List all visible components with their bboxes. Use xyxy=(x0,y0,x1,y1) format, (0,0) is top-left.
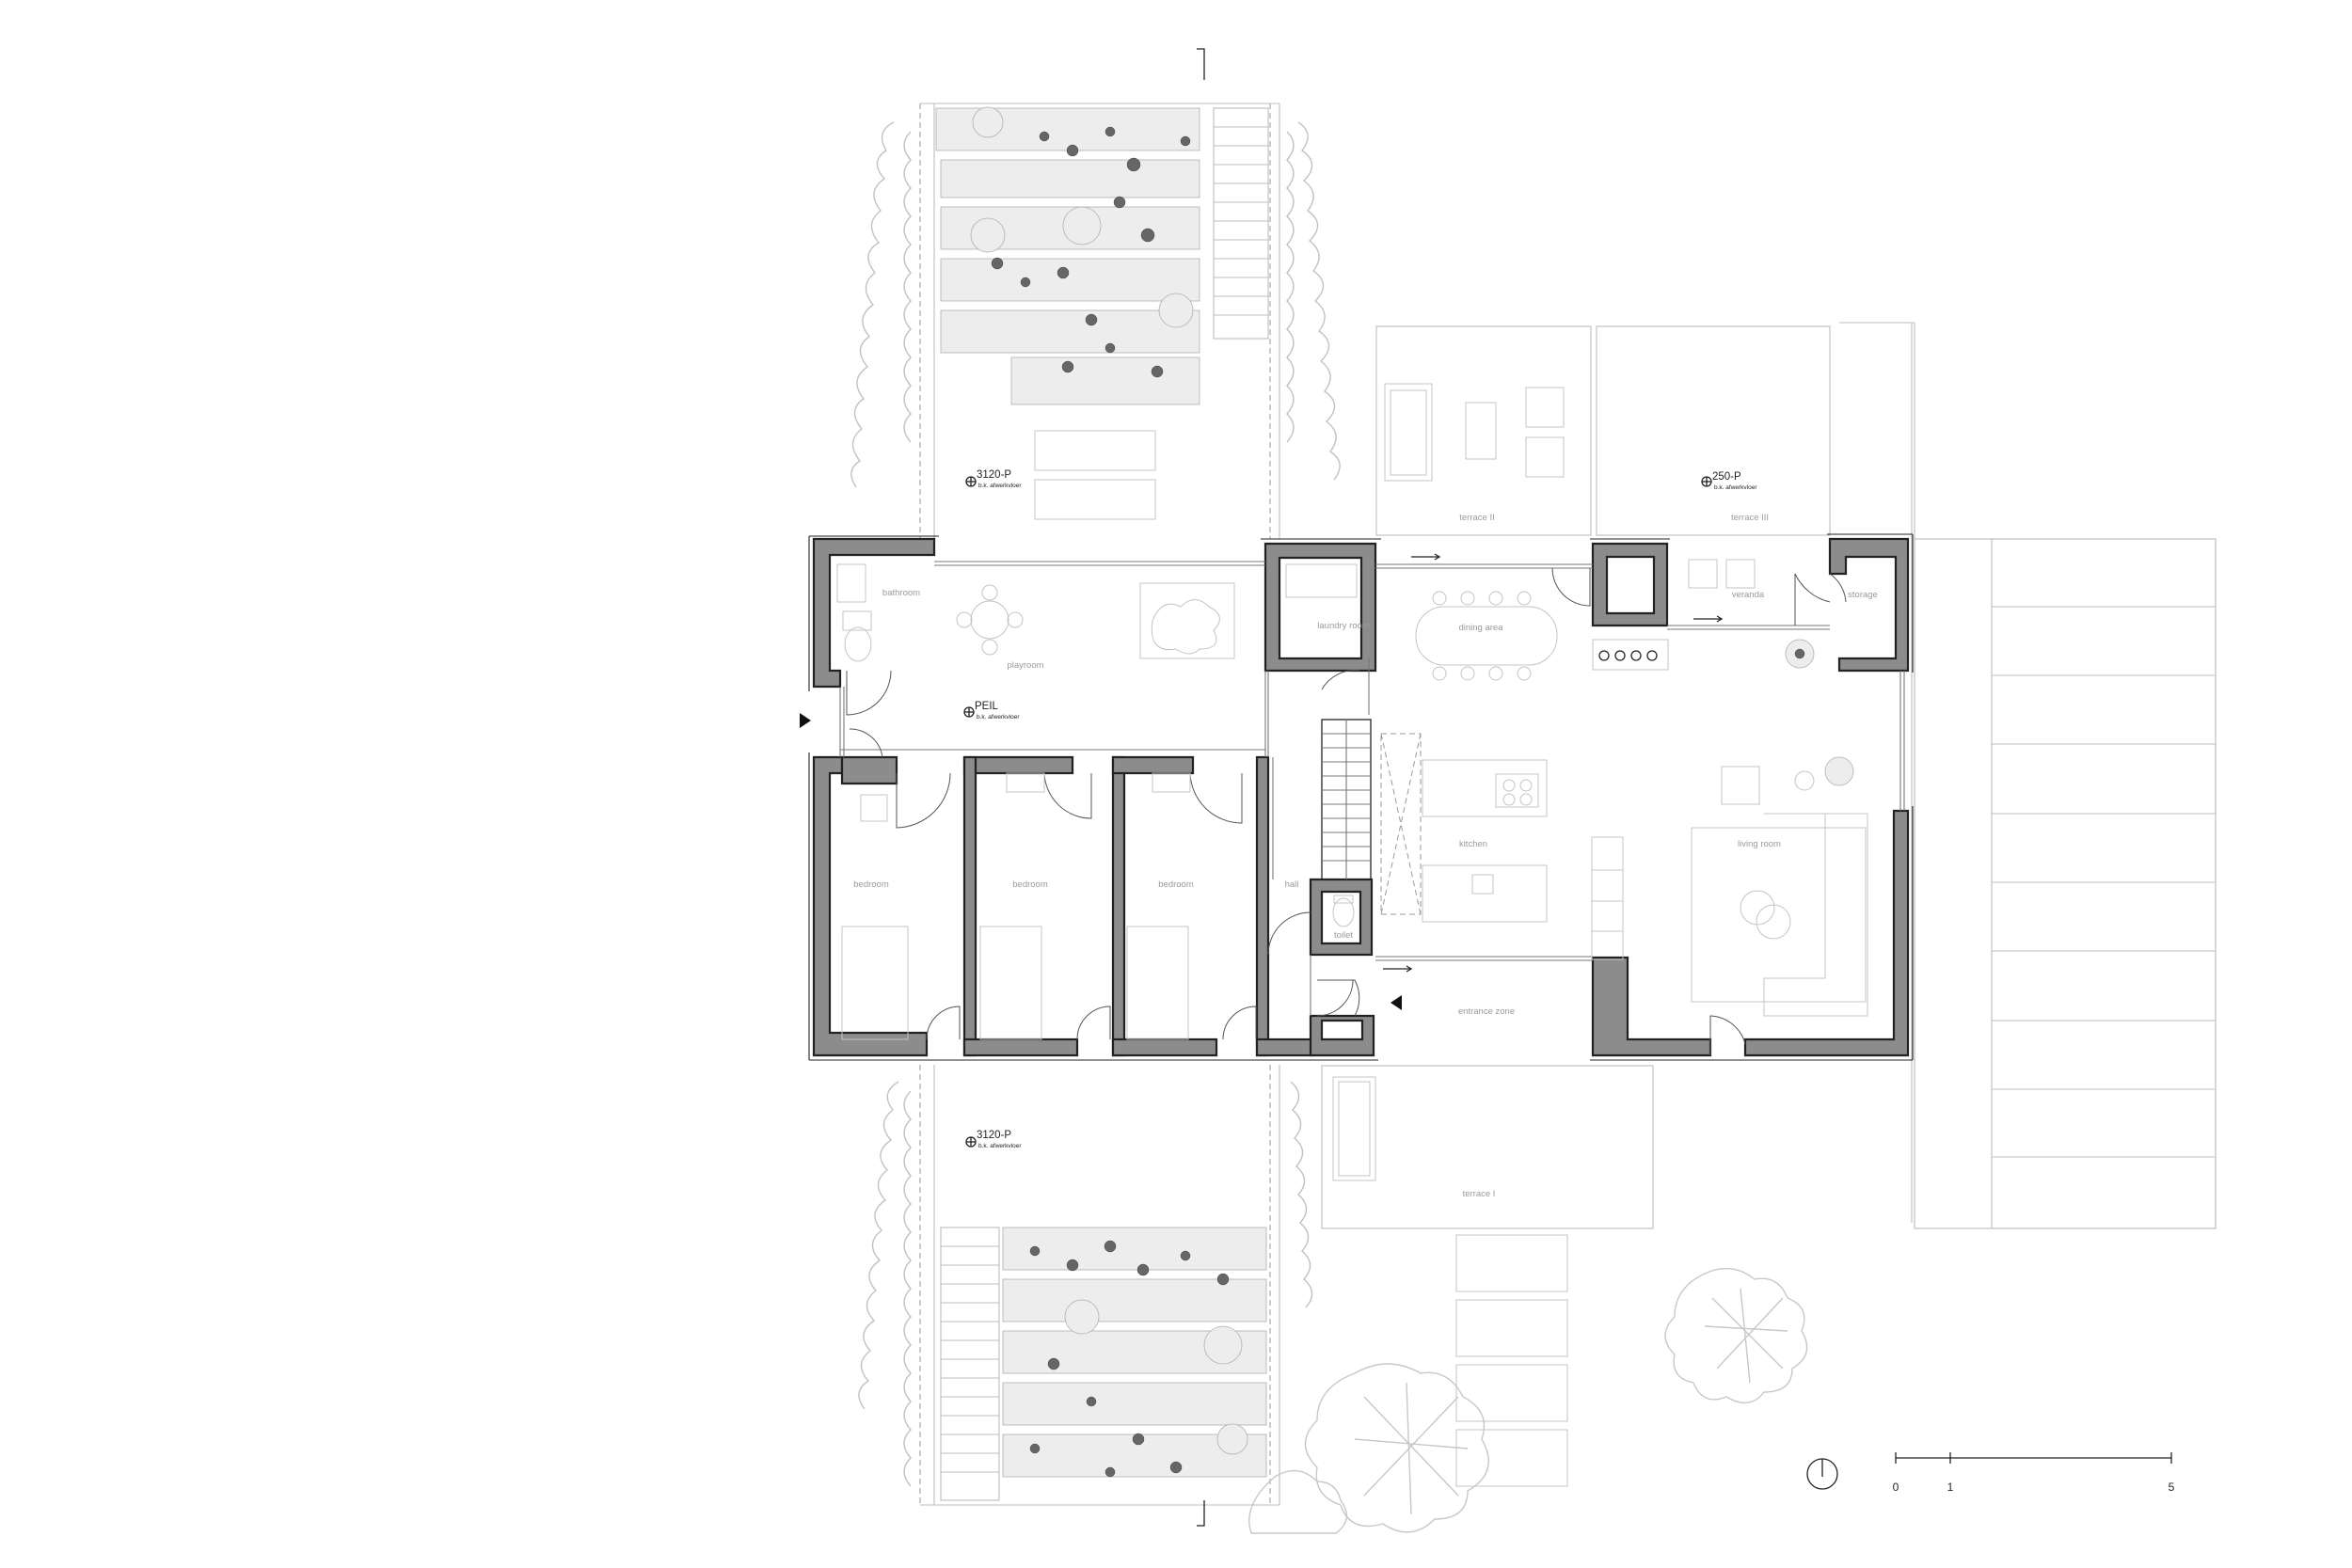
scale-tick-1: 1 xyxy=(1947,1481,1954,1494)
wall-laundry xyxy=(1263,542,1377,673)
room-label-laundry-room: laundry room xyxy=(1317,621,1370,631)
room-label-bedroom-2: bedroom xyxy=(1012,879,1048,890)
level-marker-north: 3120-P b.k. afwerkvloer xyxy=(965,469,1022,489)
room-label-terrace-ii: terrace II xyxy=(1459,513,1495,523)
entrance-arrow-icon xyxy=(1391,995,1402,1010)
room-label-bedroom-3: bedroom xyxy=(1158,879,1194,890)
doors xyxy=(846,567,1847,1055)
neighbouring-structure xyxy=(1914,538,2217,1229)
steps-north xyxy=(1213,107,1269,340)
hedge-south-left xyxy=(858,1081,899,1410)
wall-storage xyxy=(1828,537,1910,673)
wall-east xyxy=(1743,809,1910,1057)
wall-bedroom-partition-2 xyxy=(1111,755,1126,1057)
room-label-terrace-iii: terrace III xyxy=(1731,513,1769,523)
level-marker-terrace: 250-P b.k. afwerkvloer xyxy=(1701,471,1757,491)
room-label-storage: storage xyxy=(1848,590,1878,600)
wall-sw-hall xyxy=(1309,1014,1375,1057)
sun-loungers-north xyxy=(1034,430,1156,520)
wall-bedroom-partition-3 xyxy=(1255,755,1270,1057)
hedge-south-right xyxy=(1290,1081,1313,1308)
room-label-toilet: toilet xyxy=(1334,930,1353,941)
room-label-bathroom: bathroom xyxy=(882,588,920,598)
scale-tick-0: 0 xyxy=(1893,1481,1899,1494)
wall-bedroom-partition-1 xyxy=(962,755,977,1057)
wall-west-bedroom xyxy=(812,755,929,1057)
section-marker-north xyxy=(1197,48,1205,80)
room-label-hall: hall xyxy=(1285,879,1299,890)
room-label-terrace-i: terrace I xyxy=(1463,1189,1496,1199)
terrace-i-outline xyxy=(1321,1065,1654,1229)
room-label-entrance-zone: entrance zone xyxy=(1458,1006,1515,1017)
level-marker-south: 3120-P b.k. afwerkvloer xyxy=(965,1130,1022,1149)
level-code-south: 3120-P xyxy=(977,1130,1011,1141)
level-sub-south: b.k. afwerkvloer xyxy=(978,1143,1022,1149)
staircase xyxy=(1321,719,1372,880)
level-code-north: 3120-P xyxy=(977,469,1011,481)
wall-nw-bathroom xyxy=(812,537,936,689)
south-garden: 3120-P b.k. afwerkvloer xyxy=(858,1065,1313,1527)
hedge-north-right xyxy=(1297,121,1341,481)
room-label-kitchen: kitchen xyxy=(1459,839,1487,849)
hedge-north-left xyxy=(850,121,895,488)
section-marker-south xyxy=(1197,1500,1205,1527)
scale-tick-5: 5 xyxy=(2169,1481,2175,1494)
room-label-playroom: playroom xyxy=(1007,660,1043,671)
steps-south xyxy=(940,1227,1000,1501)
house: bathroom playroom PEIL b.k. afwerkvloer … xyxy=(800,533,1914,1061)
room-label-bedroom-1: bedroom xyxy=(853,879,889,890)
terrace-iii-outline xyxy=(1596,325,1831,536)
plant-icon xyxy=(1785,639,1815,669)
room-label-living-room: living room xyxy=(1738,839,1781,849)
wall-stairwell xyxy=(1309,878,1374,957)
tree-icon xyxy=(1664,1267,1808,1404)
level-sub-terrace: b.k. afwerkvloer xyxy=(1714,484,1757,491)
planter-beds-south xyxy=(1002,1227,1267,1478)
room-label-veranda: veranda xyxy=(1732,590,1765,600)
entrance-arrow-icon xyxy=(800,713,811,728)
wall-se xyxy=(1591,956,1712,1057)
level-code-peil: PEIL xyxy=(975,701,999,712)
north-garden: 3120-P b.k. afwerkvloer xyxy=(850,48,1341,539)
level-sub-peil: b.k. afwerkvloer xyxy=(977,714,1020,721)
north-arrow-icon xyxy=(1806,1458,1838,1490)
terrace-ii-outline xyxy=(1375,325,1592,536)
tree-icon xyxy=(1304,1363,1489,1533)
level-code-terrace: 250-P xyxy=(1712,471,1741,483)
wall-bedroom-niche xyxy=(840,755,898,785)
planter-beds-north xyxy=(935,106,1200,405)
level-sub-north: b.k. afwerkvloer xyxy=(978,483,1022,489)
wall-bedroom-2-top xyxy=(962,755,1074,775)
scale-bar: 0 1 5 xyxy=(1893,1452,2175,1494)
wall-core-north xyxy=(1591,542,1669,627)
level-marker-peil: PEIL b.k. afwerkvloer xyxy=(963,701,1020,721)
room-label-dining-area: dining area xyxy=(1458,623,1503,633)
